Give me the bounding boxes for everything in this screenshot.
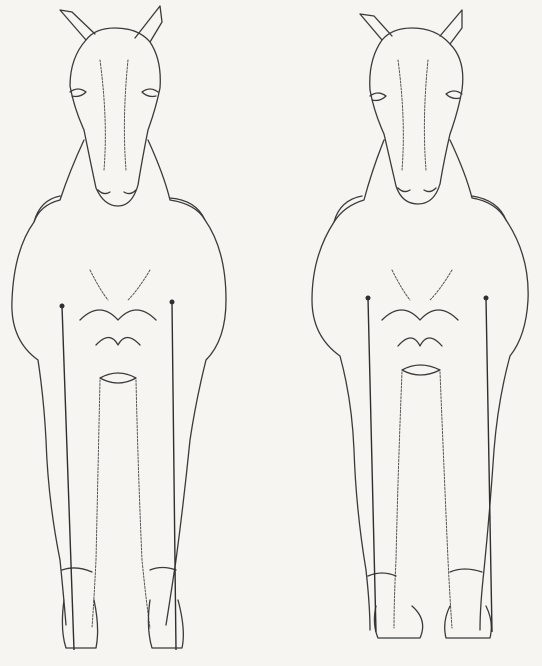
- left-horse-plumb-point: [60, 304, 65, 309]
- right-horse-plumb-point: [366, 296, 371, 301]
- left-horse-plumb-point: [170, 300, 175, 305]
- right-horse-eye-right: [446, 91, 462, 99]
- left-horse: [12, 6, 226, 650]
- right-horse: [312, 10, 528, 638]
- right-horse-right-ear: [440, 10, 462, 44]
- right-horse-nostril-left: [398, 188, 410, 192]
- left-horse-chest-line: [128, 270, 150, 300]
- left-horse-nostril-left: [98, 190, 110, 194]
- right-horse-saddle-edge: [334, 196, 362, 222]
- left-horse-saddle-edge: [34, 196, 60, 222]
- left-horse-leg-inner: [92, 380, 100, 628]
- right-horse-hoof-left: [374, 606, 422, 638]
- right-horse-plumb-point: [484, 296, 489, 301]
- right-horse-face-line: [398, 60, 403, 170]
- right-horse-plumb-line-left: [368, 298, 376, 632]
- left-horse-fetlock-right: [150, 568, 176, 571]
- left-horse-face-line: [124, 60, 128, 170]
- right-horse-head: [370, 28, 463, 204]
- right-horse-body-outline: [312, 140, 384, 630]
- left-horse-body-outline: [148, 140, 226, 625]
- right-horse-chest-line: [430, 270, 452, 300]
- right-horse-chest-line: [398, 338, 442, 346]
- left-horse-chest-line: [80, 310, 156, 320]
- left-horse-eye-right: [142, 89, 158, 97]
- right-horse-nostril-right: [424, 188, 436, 192]
- left-horse-chest-line: [90, 270, 108, 300]
- right-horse-body-outline: [450, 140, 528, 630]
- right-horse-chest-line: [382, 310, 458, 320]
- right-horse-fetlock-left: [368, 573, 396, 576]
- right-horse-chest-line: [392, 270, 410, 300]
- left-horse-head: [70, 28, 160, 206]
- left-horse-chest-line: [96, 338, 140, 346]
- left-horse-body-outline: [12, 140, 84, 625]
- right-horse-belly: [402, 365, 440, 375]
- left-horse-face-line: [100, 60, 105, 170]
- right-horse-plumb-line-right: [486, 298, 492, 632]
- left-horse-fetlock-left: [62, 568, 92, 572]
- left-horse-right-ear: [135, 6, 162, 42]
- left-horse-leg-inner: [136, 380, 150, 628]
- left-horse-plumb-line-right: [172, 302, 176, 650]
- right-horse-leg-inner: [440, 372, 452, 628]
- left-horse-belly: [100, 373, 136, 383]
- right-horse-leg-inner: [394, 372, 402, 628]
- right-horse-face-line: [424, 60, 428, 170]
- right-horse-fetlock-right: [450, 569, 482, 572]
- right-horse-left-ear: [360, 14, 392, 40]
- left-horse-nostril-right: [124, 190, 136, 194]
